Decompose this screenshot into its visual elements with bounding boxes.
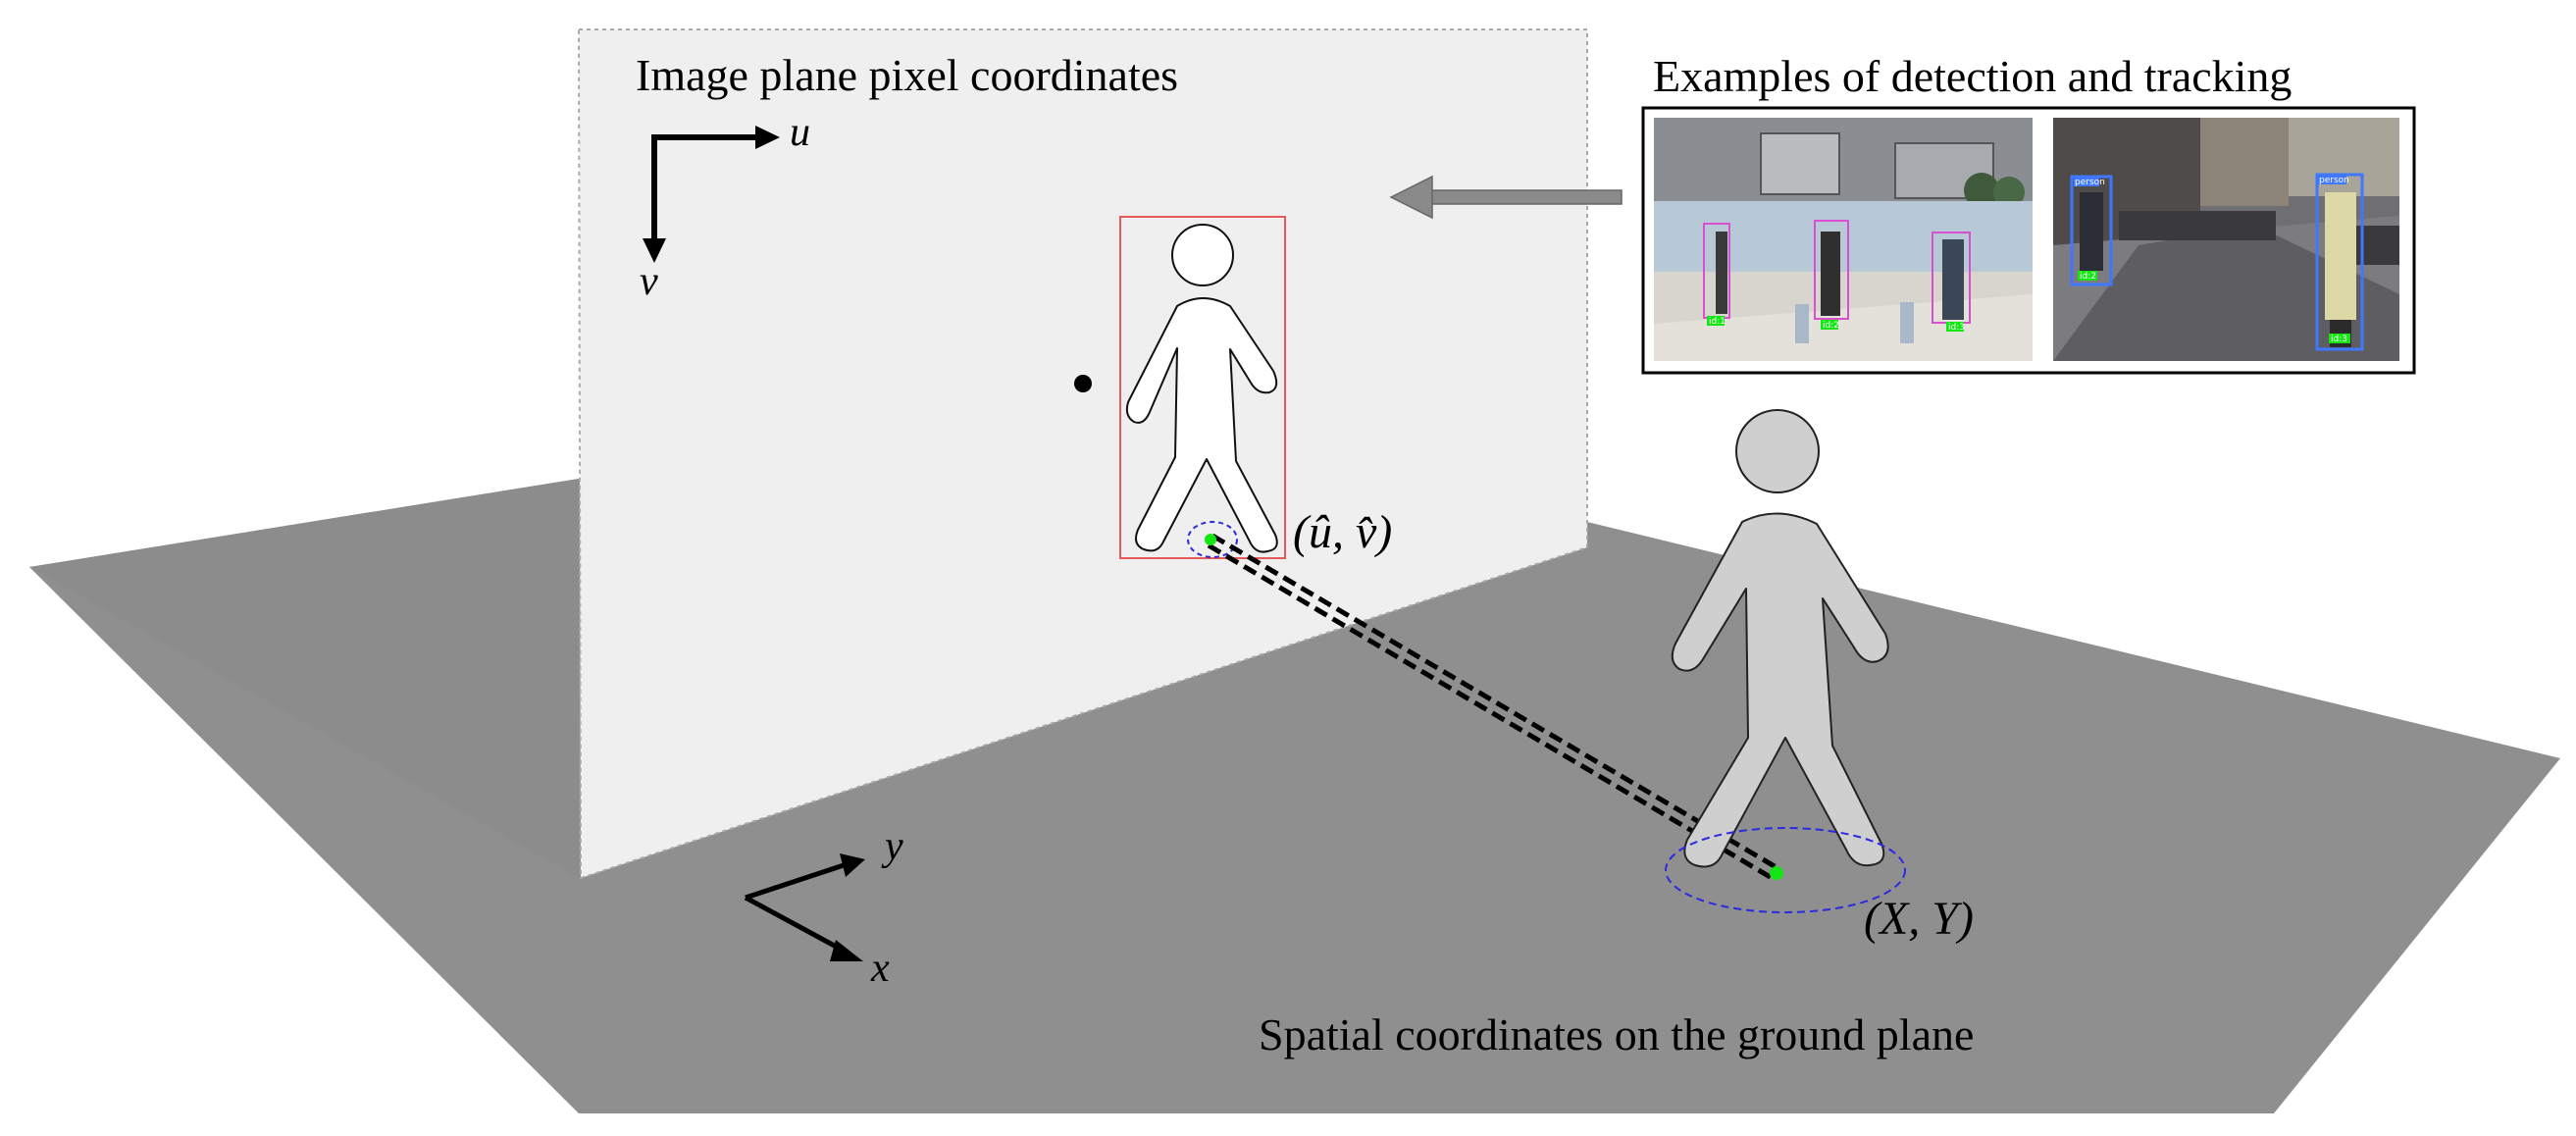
right-photo-box-label: person <box>2075 178 2105 187</box>
image-axes <box>651 134 760 245</box>
y-axis-arrowhead <box>840 853 865 877</box>
right-photo-box-label: person <box>2319 176 2349 185</box>
ground-axes <box>744 862 845 953</box>
ground-plane-shade <box>29 479 579 878</box>
image-plane-title: Image plane pixel coordinates <box>636 50 1178 100</box>
example-photo-right: person id:2 person id:3 <box>2053 118 2399 361</box>
ground-plane-title: Spatial coordinates on the ground plane <box>1259 1009 1974 1059</box>
examples-title: Examples of detection and tracking <box>1653 51 2292 101</box>
right-photo-id-tag: id:2 <box>2080 272 2096 282</box>
projection-line <box>1207 533 1781 882</box>
u-axis-label: u <box>790 110 810 155</box>
ground-point-ellipse <box>1665 827 1906 913</box>
example-photo-left: id:1 id:2 id:3 <box>1654 118 2033 361</box>
black-dot <box>1074 375 1092 392</box>
ground-point <box>1770 866 1783 880</box>
right-photo-id-tag: id:3 <box>2331 335 2347 344</box>
y-axis-label: y <box>881 824 903 869</box>
x-axis-label: x <box>870 946 890 991</box>
left-photo-id-tag: id:2 <box>1823 321 1839 331</box>
image-plane <box>577 28 1588 880</box>
x-axis-arrowhead <box>830 940 863 961</box>
left-photo-id-tag: id:1 <box>1709 317 1726 327</box>
person-2d-icon <box>1125 224 1278 553</box>
v-axis-label: v <box>640 259 658 304</box>
examples-arrow <box>1389 175 1623 220</box>
left-photo-id-tag: id:3 <box>1948 323 1965 333</box>
image-point <box>1205 534 1216 545</box>
person-3d-icon <box>1671 409 1889 868</box>
bounding-box <box>1119 216 1286 559</box>
u-axis-arrowhead <box>755 126 780 149</box>
image-point-ellipse <box>1187 521 1238 558</box>
image-point-label: (û, v̂) <box>1293 506 1392 558</box>
ground-point-label: (X, Y) <box>1864 893 1974 945</box>
v-axis-arrowhead <box>643 238 666 263</box>
